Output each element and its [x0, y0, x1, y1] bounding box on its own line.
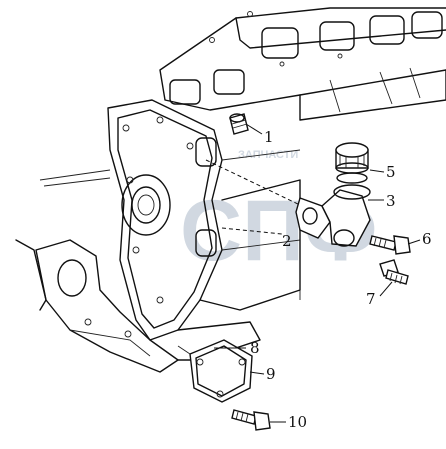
part-9-cover — [177, 339, 253, 403]
part-1-plug — [229, 113, 249, 135]
part-10-bolt — [231, 409, 271, 431]
watermark-brand: ЗАПЧАСТИ — [238, 149, 298, 161]
callout-9: 9 — [266, 365, 276, 383]
callout-1: 1 — [264, 128, 274, 146]
leader-lines — [214, 123, 421, 423]
part-2-dash-line-b — [221, 227, 283, 235]
timing-cover — [107, 99, 301, 341]
engine-block — [159, 7, 446, 121]
callout-7: 7 — [366, 290, 376, 308]
part-2-dash-line — [205, 159, 301, 206]
part-3-elbow — [295, 184, 371, 247]
part-5-cap — [335, 142, 369, 184]
part-7-bolt — [379, 259, 409, 285]
callout-2: 2 — [282, 232, 292, 250]
callout-6: 6 — [422, 230, 432, 248]
callout-3: 3 — [386, 192, 396, 210]
callout-10: 10 — [288, 413, 307, 431]
callout-5: 5 — [386, 163, 396, 181]
part-6-bolt — [369, 235, 411, 255]
callout-8: 8 — [250, 339, 260, 357]
